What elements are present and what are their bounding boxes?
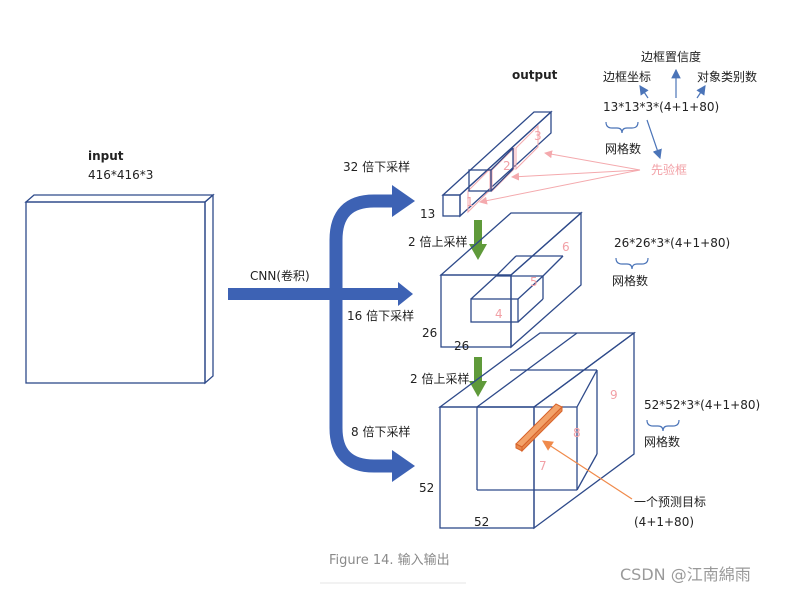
grid52-dim-w: 52 <box>474 515 489 529</box>
confidence-label: 边框置信度 <box>641 49 701 64</box>
box-label-2: 2 <box>503 159 511 173</box>
box-label-9: 9 <box>610 388 618 402</box>
cnn-label: CNN(卷积) <box>250 268 310 283</box>
grid13-grid-label: 网格数 <box>605 141 641 156</box>
box-label-1: 1 <box>466 195 474 209</box>
grid26-dim-h: 26 <box>422 326 437 340</box>
grid26-dim-w: 26 <box>454 339 469 353</box>
grid26-formula: 26*26*3*(4+1+80) <box>614 236 730 250</box>
box-coords-label: 边框坐标 <box>603 70 651 84</box>
up2-label-a: 2 倍上采样 <box>408 234 467 249</box>
grid52-formula: 52*52*3*(4+1+80) <box>644 398 760 412</box>
cnn-arrow <box>228 282 413 306</box>
down16-label: 16 倍下采样 <box>347 308 414 323</box>
output-label: output <box>512 68 558 82</box>
formula-pointers <box>605 68 706 160</box>
box-label-8: 8 <box>573 426 581 440</box>
downsample-branch-arrow <box>329 185 415 482</box>
grid13-dim: 13 <box>420 207 435 221</box>
box-label-7: 7 <box>539 459 547 473</box>
grid13-formula: 13*13*3*(4+1+80) <box>603 100 719 114</box>
grid52-cuboid <box>438 331 636 530</box>
upsample-arrow-1 <box>469 220 487 260</box>
prior-box-pointers <box>479 150 641 205</box>
figure-caption: Figure 14. 输入输出 <box>329 552 450 568</box>
target-pointer <box>541 440 633 500</box>
grid26-brace <box>615 257 649 270</box>
class-count-label: 对象类别数 <box>697 69 757 84</box>
prediction-target-cell <box>515 403 563 453</box>
grid52-dim-h: 52 <box>419 481 434 495</box>
box-label-5: 5 <box>530 275 538 289</box>
box-label-3: 3 <box>534 129 542 143</box>
watermark: CSDN @江南綿雨 <box>620 565 751 584</box>
box-label-4: 4 <box>495 307 503 321</box>
up2-label-b: 2 倍上采样 <box>410 371 469 386</box>
down32-label: 32 倍下采样 <box>343 159 410 174</box>
grid52-brace <box>646 419 680 432</box>
input-title: input <box>88 149 124 163</box>
upsample-arrow-2 <box>469 357 487 397</box>
grid26-cuboid <box>439 211 583 349</box>
prior-box-label: 先验框 <box>651 162 687 177</box>
grid52-grid-label: 网格数 <box>644 434 680 449</box>
box-label-6: 6 <box>562 240 570 254</box>
input-block <box>24 193 215 385</box>
grid26-grid-label: 网格数 <box>612 273 648 288</box>
target-line1: 一个预测目标 <box>634 495 706 509</box>
grid13-cuboid <box>441 110 553 218</box>
down8-label: 8 倍下采样 <box>351 424 410 439</box>
target-line2: (4+1+80) <box>634 515 694 529</box>
input-size: 416*416*3 <box>88 168 153 182</box>
